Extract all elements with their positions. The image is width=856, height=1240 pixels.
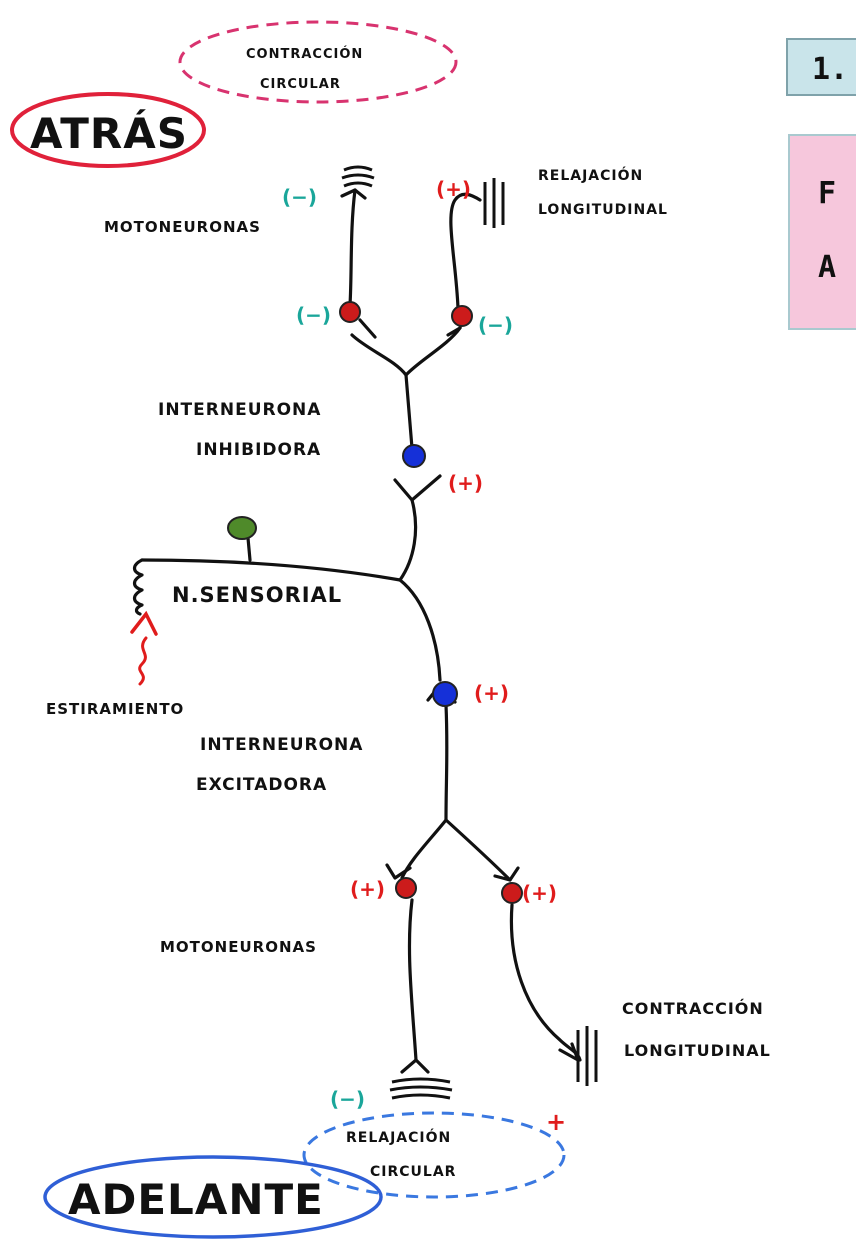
motoneuron-body-top-left [340,302,360,322]
label-excitatory-interneuron-2: EXCITADORA [196,775,327,795]
sign-minus-circular-relaxation: (−) [330,1087,365,1111]
label-circular-relaxation-2: CIRCULAR [370,1164,456,1180]
motoneuron-body-top-right [452,306,472,326]
motoneuron-ending-bottom-left [402,1060,428,1072]
label-longitudinal-relaxation-2: LONGITUDINAL [538,202,668,218]
synapse-top-left [360,320,375,337]
sign-plus-top-right: (+) [436,177,471,201]
label-sensory-neuron: N.SENSORIAL [172,583,342,607]
label-forward: ADELANTE [68,1175,324,1224]
motoneuron-body-bottom-left [396,878,416,898]
sensory-neuron-body [228,517,256,539]
interneuron-excitatory-axon [446,705,447,820]
stretch-squiggle [140,638,146,684]
inhibitory-branch [352,328,460,375]
sign-plus-excitatory-input: (+) [474,681,509,705]
label-circular-contraction-1: CONTRACCIÓN [246,46,363,62]
interneuron-excitatory-body [433,682,457,706]
sensory-neuron-dendrite [142,560,400,580]
stretch-arrow-head [132,614,156,634]
circular-muscle-bottom [390,1079,452,1098]
label-inhibitory-interneuron-1: INTERNEURONA [158,400,321,420]
longitudinal-muscle-top [485,178,503,228]
label-back: ATRÁS [30,108,188,158]
sign-plus-longitudinal-contraction: + [546,1108,566,1136]
callout-text-line-2: A [818,250,836,285]
sign-minus-body-right: (−) [478,313,513,337]
interneuron-inhibitory-axon [406,375,412,448]
sensory-trunk-upper [400,500,416,580]
sensory-receptor-stalk [248,538,250,560]
motoneuron-axon-bottom-left [409,900,416,1060]
motoneuron-axon-bottom-right [511,905,580,1060]
label-circular-contraction-2: CIRCULAR [260,77,341,92]
label-longitudinal-relaxation-1: RELAJACIÓN [538,166,643,184]
label-excitatory-interneuron-1: INTERNEURONA [200,735,363,755]
circular-muscle-top [342,167,374,186]
sensory-trunk-lower [400,580,440,680]
sensory-receptor-coil [135,560,143,614]
callout-box [788,134,856,330]
relaxation-circular-outline [304,1113,564,1197]
longitudinal-muscle-bottom [578,1026,596,1086]
callout-text-line-1: F [818,176,836,211]
synapse-inhibitory-input [395,476,440,500]
label-circular-relaxation-1: RELAJACIÓN [346,1128,451,1146]
sign-plus-bottom-right: (+) [522,881,557,905]
label-motoneurons-bottom: MOTONEURONAS [160,938,317,956]
label-stretch: ESTIRAMIENTO [46,700,184,718]
label-inhibitory-interneuron-2: INHIBIDORA [196,440,321,460]
excitatory-branch [402,820,510,880]
label-longitudinal-contraction-2: LONGITUDINAL [624,1041,771,1060]
section-number: 1. [812,52,848,87]
motoneuron-body-bottom-right [502,883,522,903]
motoneuron-axon-top-left [350,190,355,305]
sign-plus-inhibitory-input: (+) [448,471,483,495]
motoneuron-axon-top-right [451,194,480,308]
sign-plus-bottom-left: (+) [350,877,385,901]
sign-minus-body-left: (−) [296,303,331,327]
sign-minus-top-left: (−) [282,185,317,209]
interneuron-inhibitory-body [403,445,425,467]
label-longitudinal-contraction-1: CONTRACCIÓN [622,999,764,1018]
label-motoneurons-top: MOTONEURONAS [104,218,261,236]
